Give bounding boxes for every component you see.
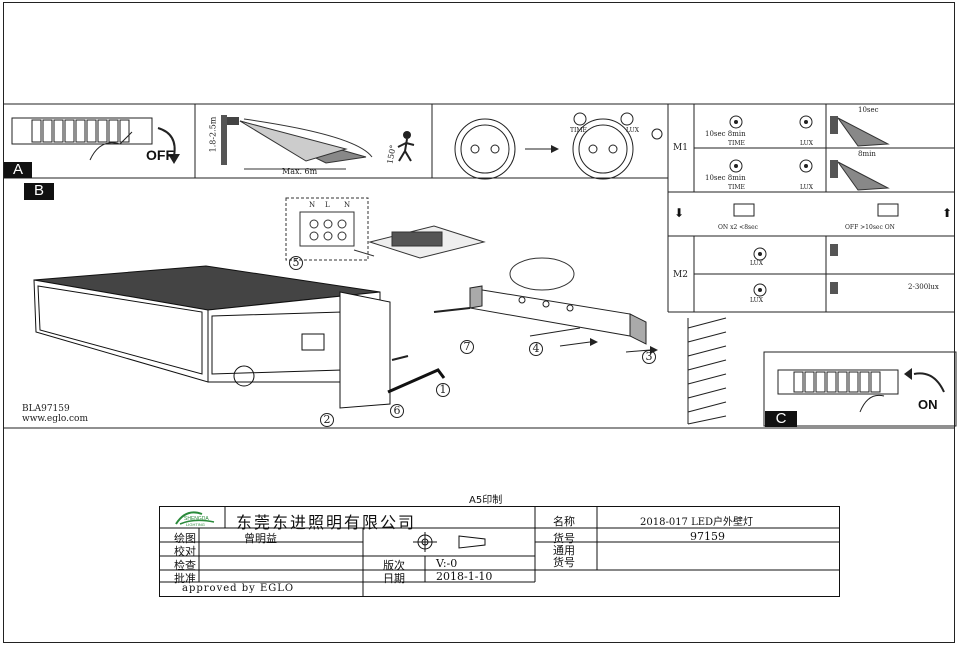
step-7: 7 — [460, 340, 474, 354]
version-label: 版次 — [383, 559, 405, 572]
step-5: 5 — [289, 256, 303, 270]
date-value: 2018-1-10 — [436, 570, 493, 583]
check-label: 检查 — [174, 559, 196, 572]
website: www.eglo.com — [22, 414, 88, 424]
panel-b-tag: B — [24, 183, 54, 200]
m1-row1-time: TIME — [728, 140, 745, 147]
m1-row1-lux: LUX — [800, 140, 813, 147]
panel-c-frame — [763, 351, 957, 427]
cover-removal-diagram — [454, 112, 663, 180]
name-label: 名称 — [553, 515, 575, 528]
settings-table-grid — [668, 104, 955, 312]
off-label: OFF — [146, 147, 174, 163]
m1-row2-time: TIME — [728, 184, 745, 191]
lux-knob-label: LUX — [626, 127, 639, 134]
m1-row1-range: 10sec 8min — [705, 130, 746, 138]
wire-n1: N — [309, 201, 316, 209]
proof-label: 校对 — [174, 545, 196, 558]
general-item-label: 通用 货号 — [553, 544, 575, 569]
title-block-grid — [159, 506, 840, 597]
time-knob-label: TIME — [570, 127, 587, 134]
logo-subtext: LIGHTING — [186, 522, 205, 527]
on-label: ON — [918, 397, 938, 412]
date-label: 日期 — [383, 572, 405, 585]
m2-label: M2 — [673, 270, 688, 280]
model-number: BLA97159 — [22, 404, 70, 414]
step-1: 1 — [436, 383, 450, 397]
up-arrow-icon: ⬆ — [942, 206, 953, 220]
step-6: 6 — [390, 404, 404, 418]
panel-a-tag: A — [4, 162, 32, 178]
m1-row2-result: 8min — [858, 150, 876, 158]
item-label: 货号 — [553, 532, 575, 545]
step-3: 3 — [642, 350, 656, 364]
m1-row2-range: 10sec 8min — [705, 174, 746, 182]
height-label: 1.8-2.5m — [208, 116, 218, 153]
m2-range: 2-300lux — [908, 283, 939, 291]
m2-lux1: LUX — [750, 260, 763, 267]
drawn-label: 绘图 — [174, 532, 196, 545]
panel-c-tag: C — [765, 411, 797, 427]
company-logo — [175, 511, 215, 525]
wiring-detail-illustration — [285, 197, 486, 261]
m1-label: M1 — [673, 143, 688, 153]
print-note: A5印制 — [469, 495, 503, 506]
wire-l: L — [325, 201, 330, 209]
wire-n2: N — [344, 201, 351, 209]
drawing-frame — [3, 2, 955, 643]
wall-lamp-illustration — [33, 265, 391, 409]
version-value: V:-0 — [436, 557, 458, 570]
down-arrow-icon: ⬇ — [674, 206, 685, 220]
switch-off-note: OFF >10sec ON — [845, 224, 895, 231]
approved-by: approved by EGLO — [182, 583, 295, 594]
detection-range-diagram — [221, 115, 415, 170]
max-distance-label: Max. 6m — [282, 167, 318, 176]
switch-on-note: ON x2 <8sec — [718, 224, 759, 231]
m1-row1-result: 10sec — [858, 106, 879, 114]
name-value: 2018-017 LED户外壁灯 — [640, 517, 754, 528]
item-value: 97159 — [690, 530, 725, 543]
wall-hatch — [687, 317, 727, 425]
company-name: 东莞东进照明有限公司 — [236, 513, 417, 532]
mounting-bracket-illustration — [433, 257, 658, 354]
switch-off-illustration — [11, 117, 180, 164]
m2-lux2: LUX — [750, 297, 763, 304]
drawn-value: 曾明益 — [244, 532, 277, 545]
step-2: 2 — [320, 413, 334, 427]
logo-text: SHENGDA — [184, 516, 209, 522]
approve-label: 批准 — [174, 572, 196, 585]
allen-key-illustration — [387, 355, 446, 394]
m1-row2-lux: LUX — [800, 184, 813, 191]
step-4: 4 — [529, 342, 543, 356]
